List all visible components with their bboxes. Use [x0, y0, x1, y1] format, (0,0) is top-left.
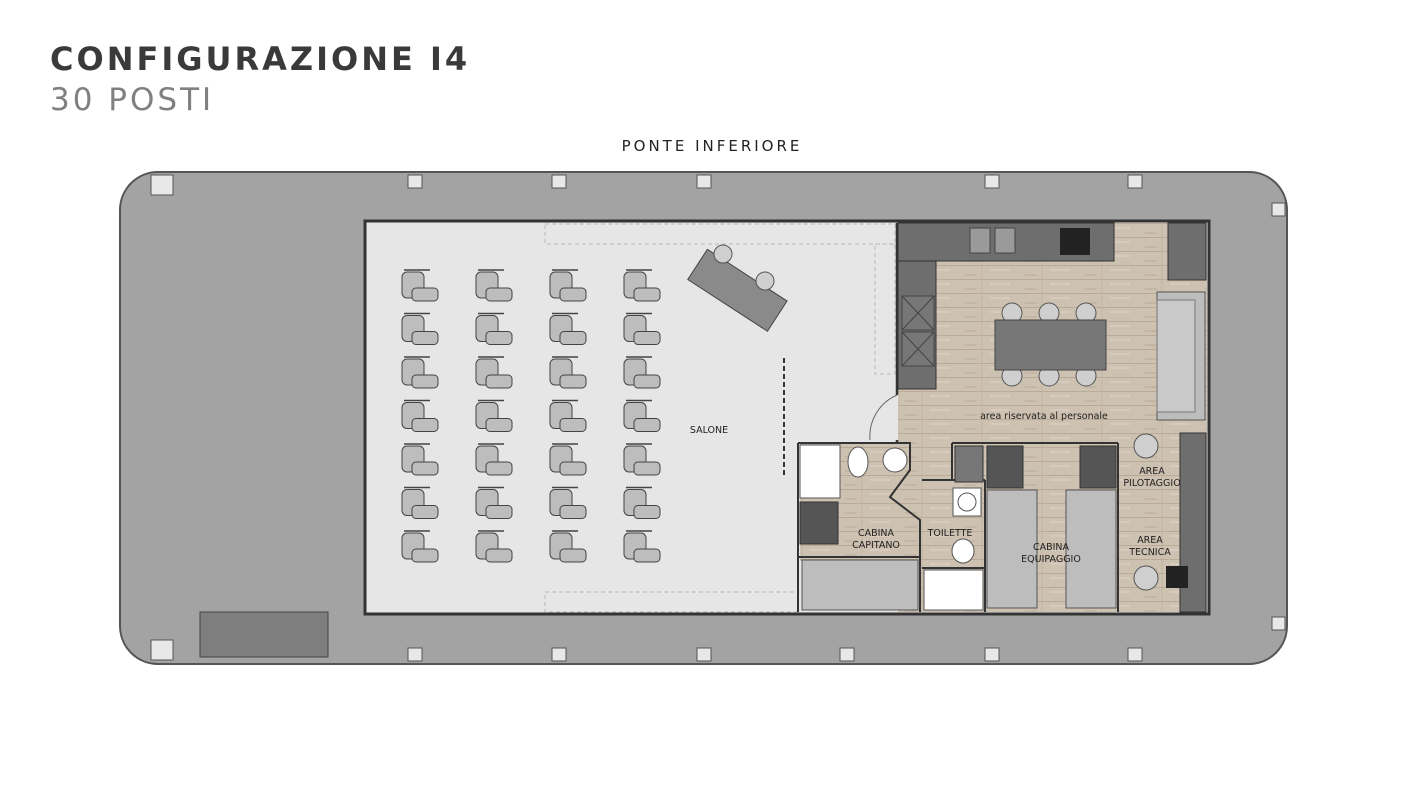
chair-icon — [549, 530, 587, 563]
chair-icon — [549, 399, 587, 432]
technical-area-label-2: TECNICA — [1128, 547, 1171, 558]
chair-icon — [475, 356, 513, 389]
chair-icon — [623, 399, 661, 432]
chair-icon — [401, 399, 439, 432]
crew-cabin-label-1: CABINA — [1033, 542, 1070, 553]
wc-icon — [847, 446, 869, 478]
deck-label: PONTE INFERIORE — [621, 137, 803, 155]
hatch — [199, 611, 329, 658]
washbasin-icon — [882, 447, 908, 473]
chair-icon — [549, 486, 587, 519]
chair-icon — [549, 443, 587, 476]
captain-bed — [801, 559, 919, 611]
wardrobe-icon — [799, 501, 839, 545]
chair-icon — [401, 530, 439, 563]
toilet-shower-icon — [923, 569, 984, 611]
chair-icon — [549, 312, 587, 345]
chair-icon — [549, 356, 587, 389]
hull-bollards — [150, 174, 1286, 662]
pilot-seat-icon — [1133, 433, 1159, 459]
chair-icon — [623, 356, 661, 389]
chair-icon — [475, 486, 513, 519]
chair-icon — [401, 312, 439, 345]
salone-table — [687, 244, 788, 332]
chair-icon — [475, 399, 513, 432]
chair-icon — [475, 530, 513, 563]
crew-bed-2 — [1065, 489, 1117, 609]
page-title: CONFIGURAZIONE I4 — [50, 40, 471, 78]
crew-cabin-walls — [951, 442, 1119, 612]
chair-icon — [475, 312, 513, 345]
piloting-area-label-2: PILOTAGGIO — [1123, 478, 1180, 489]
tech-equipment-icon — [1166, 566, 1188, 588]
cooktop-icon — [1060, 228, 1090, 255]
chair-icon — [401, 356, 439, 389]
chair-icon — [623, 530, 661, 563]
chair-icon — [549, 269, 587, 302]
piloting-area-label-1: AREA — [1139, 466, 1165, 477]
chair-icon — [623, 486, 661, 519]
window-benches — [544, 223, 896, 613]
chair-grid — [401, 269, 661, 563]
sink-icon — [969, 227, 991, 254]
chair-icon — [401, 443, 439, 476]
page-subtitle: 30 POSTI — [50, 82, 215, 118]
chair-icon — [623, 269, 661, 302]
staff-table — [994, 302, 1107, 387]
captain-cabin-walls — [797, 442, 921, 612]
interior-walls — [869, 223, 899, 443]
chair-icon — [475, 443, 513, 476]
wood-floor — [898, 223, 1207, 612]
chair-icon — [401, 269, 439, 302]
crew-cabin-label-2: EQUIPAGGIO — [1021, 554, 1081, 565]
toilet-label: TOILETTE — [927, 528, 973, 539]
chair-icon — [623, 312, 661, 345]
captain-cabin-label-1: CABINA — [858, 528, 895, 539]
crew-bed-1 — [986, 489, 1038, 609]
storage-crates — [901, 295, 935, 367]
chair-icon — [401, 486, 439, 519]
chair-icon — [475, 269, 513, 302]
chair-icon — [623, 443, 661, 476]
staff-area-label: area riservata al personale — [980, 411, 1108, 422]
crew-wardrobe-icon — [986, 445, 1024, 489]
shower-icon — [799, 444, 841, 499]
technical-area-label-1: AREA — [1137, 535, 1163, 546]
captain-cabin-label-2: CAPITANO — [852, 540, 900, 551]
salone-label: SALONE — [690, 425, 728, 436]
